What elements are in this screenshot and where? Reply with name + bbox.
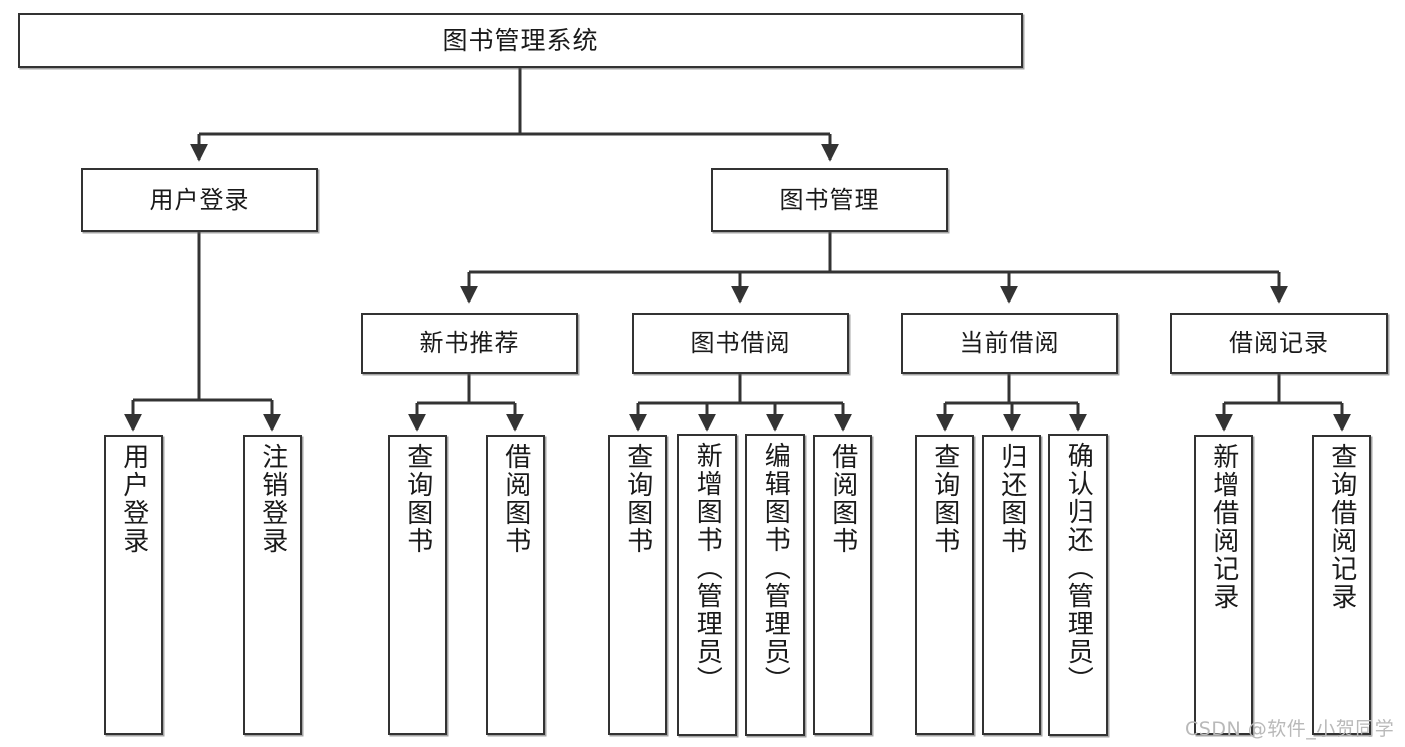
node-label: 图书管理系统 [442,25,599,55]
node-label: 新书推荐 [419,329,520,358]
node-label: 确认归还（管理员） [1063,442,1094,694]
node-label: 查询图书 [402,443,433,555]
node-label: 借阅图书 [500,443,531,555]
node-user-login[interactable]: 用户登录 [81,168,318,232]
leaf-book-borrow-add-book-admin[interactable]: 新增图书（管理员） [677,434,737,736]
leaf-new-book-borrow-book[interactable]: 借阅图书 [486,435,545,735]
node-label: 新增图书（管理员） [692,442,723,694]
node-label: 当前借阅 [959,329,1060,358]
leaf-user-login-logout[interactable]: 注销登录 [243,435,302,735]
leaf-borrow-record-query-record[interactable]: 查询借阅记录 [1312,435,1371,735]
leaf-current-borrow-query-book[interactable]: 查询图书 [915,435,974,735]
node-label: 借阅图书 [827,443,858,555]
node-label: 用户登录 [118,443,149,555]
node-label: 查询图书 [622,443,653,555]
leaf-new-book-query-book[interactable]: 查询图书 [388,435,447,735]
leaf-borrow-record-add-record[interactable]: 新增借阅记录 [1194,435,1253,735]
leaf-user-login-signin[interactable]: 用户登录 [104,435,163,735]
node-label: 图书管理 [779,185,880,214]
node-label: 图书借阅 [690,329,791,358]
node-label: 注销登录 [257,443,288,555]
node-book-borrowing[interactable]: 图书借阅 [632,313,849,374]
node-label: 用户登录 [149,185,250,214]
leaf-current-borrow-confirm-return-admin[interactable]: 确认归还（管理员） [1048,434,1108,736]
csdn-watermark: CSDN @软件_小贺同学 [1185,718,1395,740]
node-new-book-recommendation[interactable]: 新书推荐 [361,313,578,374]
node-label: 归还图书 [996,443,1027,555]
leaf-book-borrow-query-book[interactable]: 查询图书 [608,435,667,735]
leaf-current-borrow-return-book[interactable]: 归还图书 [982,435,1041,735]
node-book-management[interactable]: 图书管理 [711,168,948,232]
node-borrowing-record[interactable]: 借阅记录 [1170,313,1388,374]
node-current-borrowing[interactable]: 当前借阅 [901,313,1118,374]
leaf-book-borrow-edit-book-admin[interactable]: 编辑图书（管理员） [745,434,805,736]
node-label: 查询图书 [929,443,960,555]
node-label: 借阅记录 [1229,329,1329,358]
node-label: 编辑图书（管理员） [760,442,791,694]
node-root-book-management-system[interactable]: 图书管理系统 [18,13,1023,68]
leaf-book-borrow-borrow-book[interactable]: 借阅图书 [813,435,872,735]
node-label: 新增借阅记录 [1208,443,1239,611]
node-label: 查询借阅记录 [1326,443,1357,611]
